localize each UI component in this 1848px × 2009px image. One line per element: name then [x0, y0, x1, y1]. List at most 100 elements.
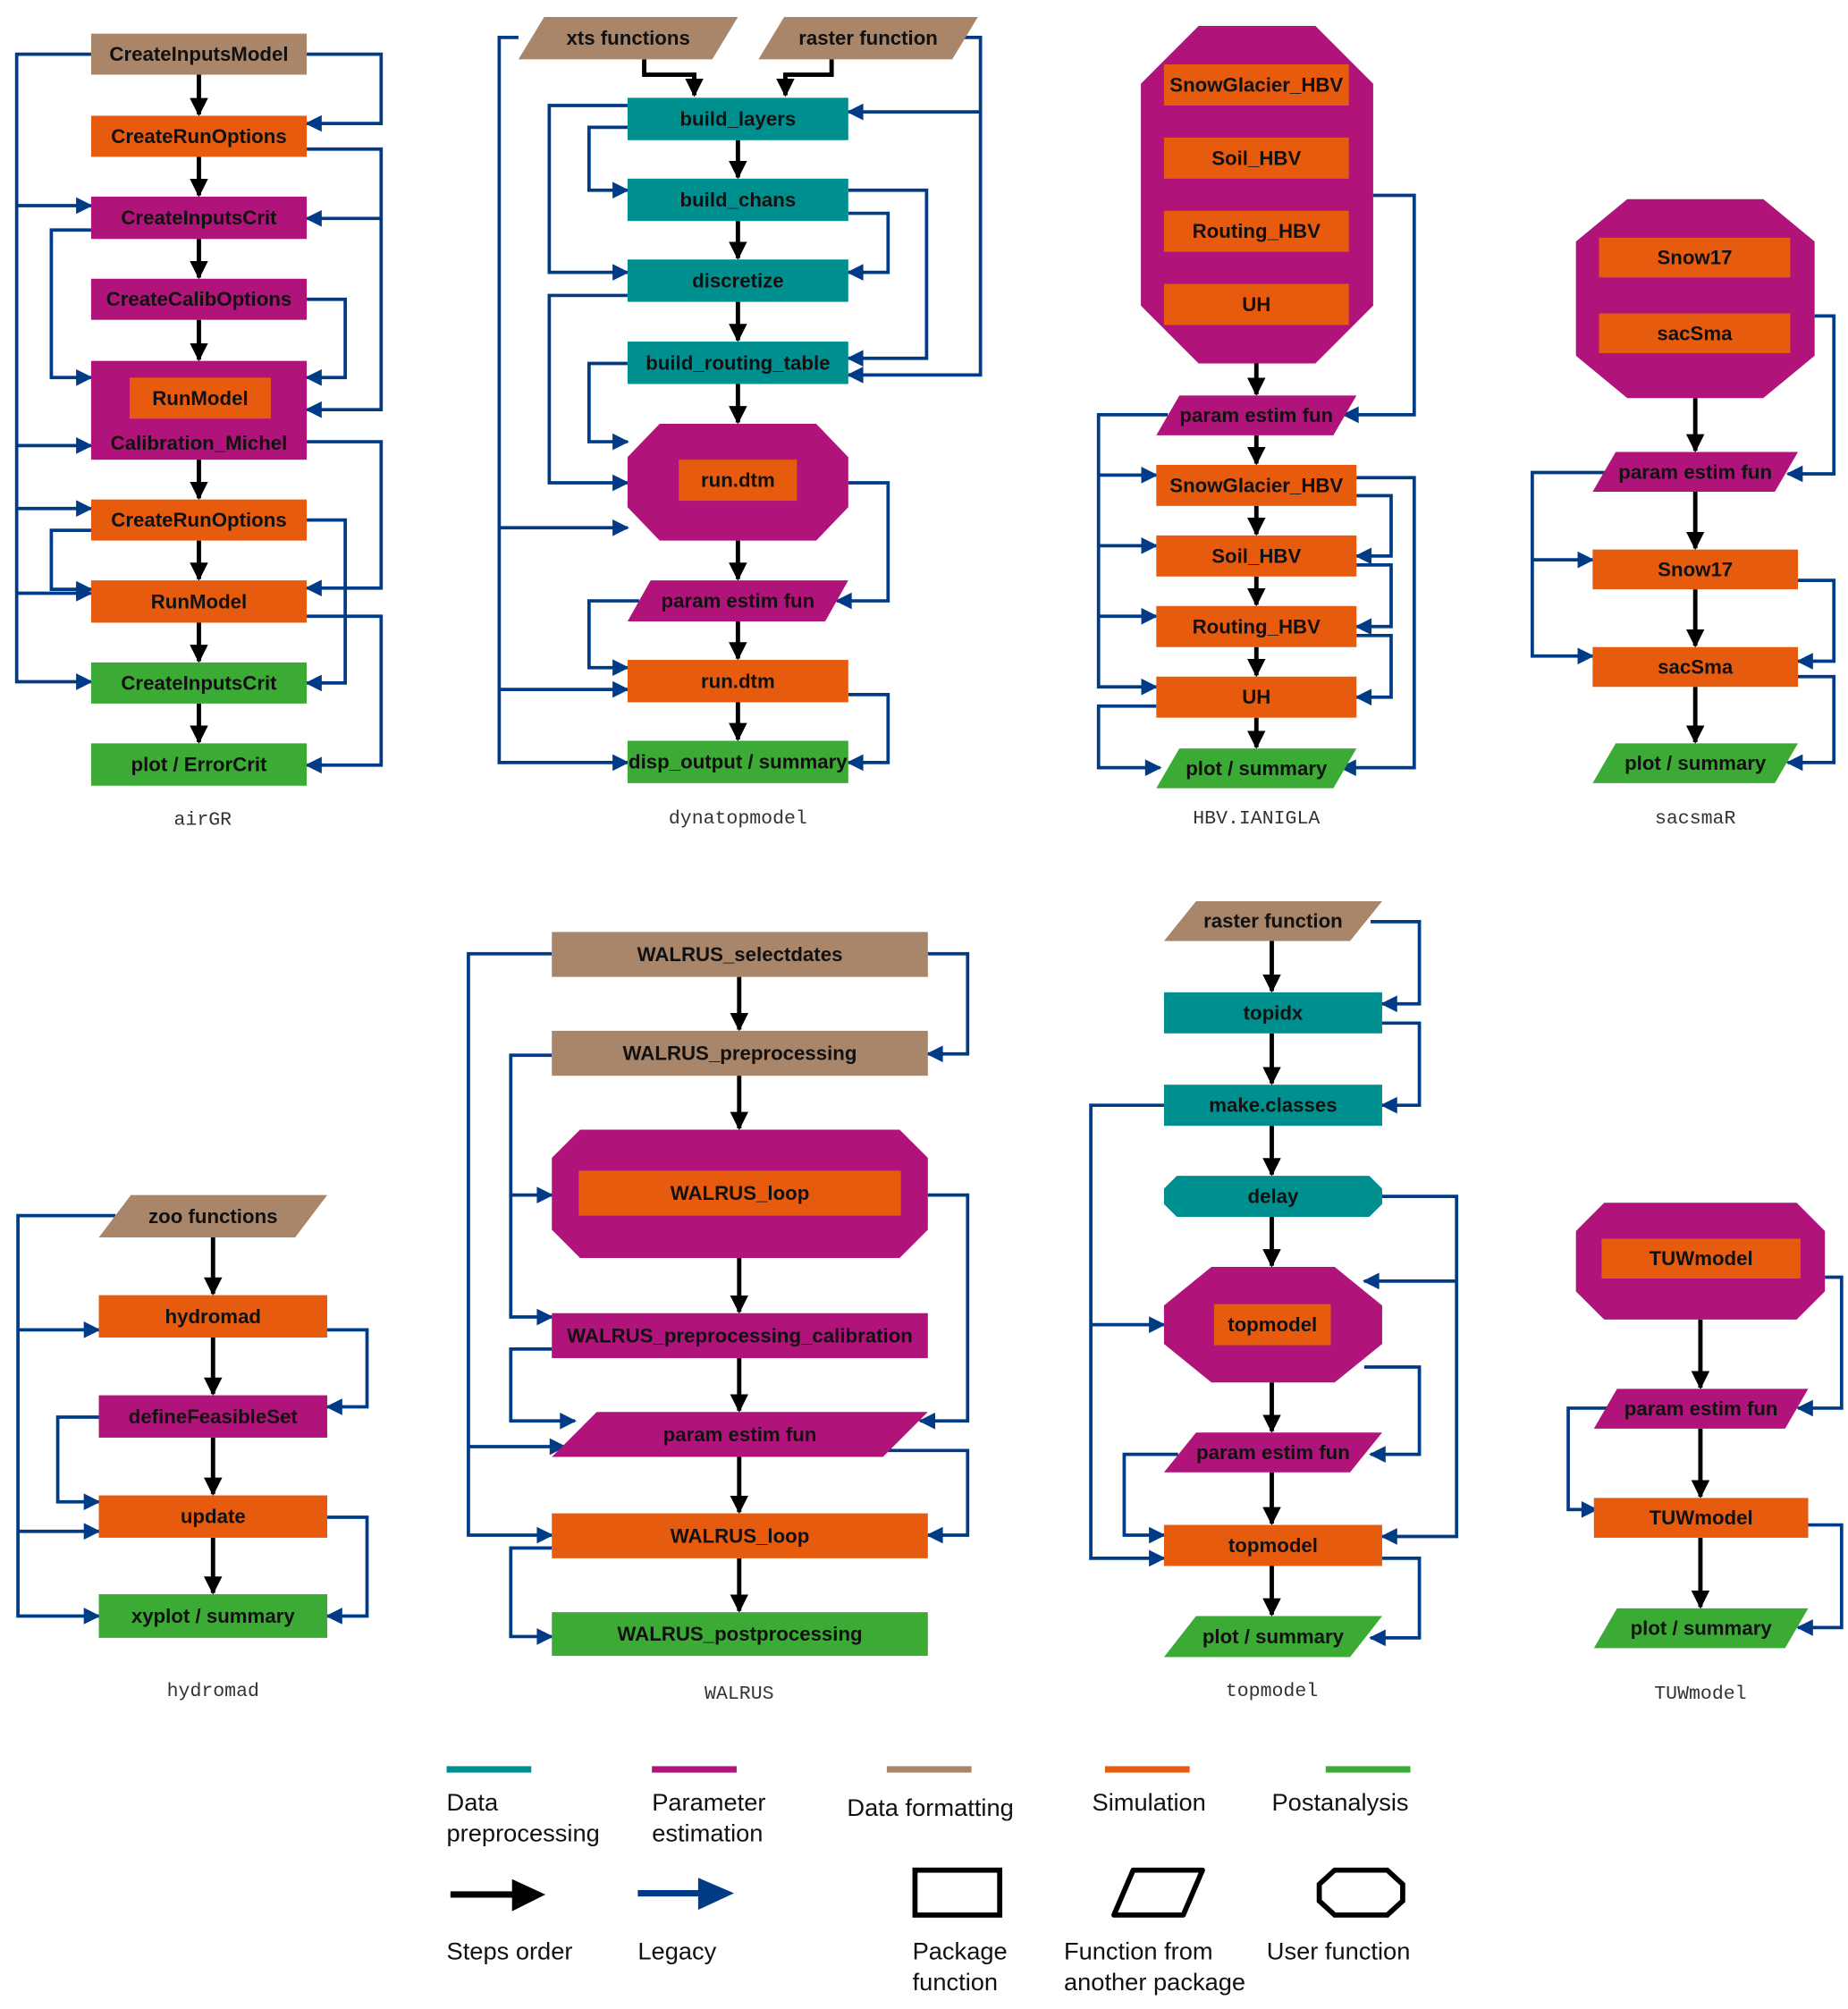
node-label: update: [181, 1506, 246, 1528]
node-label: param estim fun: [1624, 1397, 1778, 1420]
node-label: WALRUS_preprocessing_calibration: [567, 1324, 913, 1346]
legend-color-swatch: [652, 1766, 737, 1773]
function-node[interactable]: disp_output / summary: [627, 740, 848, 783]
user-function-node[interactable]: delay: [1163, 1176, 1382, 1218]
function-node[interactable]: WALRUS_postprocessing: [552, 1612, 928, 1656]
legend-label: Function from: [1064, 1937, 1213, 1965]
legacy-connector: [325, 1328, 369, 1415]
node-label: param estim fun: [1618, 460, 1772, 483]
function-node[interactable]: update: [98, 1495, 328, 1538]
function-node[interactable]: make.classes: [1163, 1085, 1382, 1127]
node-label: RunModel: [152, 387, 248, 409]
function-node[interactable]: CreateRunOptions: [90, 115, 308, 157]
legend-color-swatch: [1104, 1766, 1190, 1773]
function-node[interactable]: SnowGlacier_HBV: [1163, 64, 1349, 106]
function-node[interactable]: param estim fun: [1593, 1389, 1809, 1429]
function-node[interactable]: UH: [1156, 676, 1357, 718]
function-node[interactable]: Snow17: [1592, 549, 1799, 590]
function-node[interactable]: WALRUS_loop: [578, 1170, 901, 1216]
function-node[interactable]: topmodel: [1213, 1304, 1331, 1346]
node-label: build_routing_table: [646, 351, 830, 374]
function-node[interactable]: RunModel: [129, 377, 271, 419]
function-node[interactable]: CreateInputsModel: [90, 33, 308, 75]
function-node[interactable]: param estim fun: [1156, 395, 1357, 435]
legend-label: Package: [913, 1937, 1008, 1965]
function-node[interactable]: Routing_HBV: [1163, 210, 1349, 252]
function-node[interactable]: topmodel: [1163, 1524, 1382, 1566]
function-node[interactable]: WALRUS_preprocessing: [552, 1030, 928, 1076]
function-node[interactable]: plot / summary: [1163, 1616, 1382, 1658]
node-label: WALRUS_postprocessing: [617, 1623, 862, 1645]
node-label: WALRUS_selectdates: [637, 943, 843, 966]
function-node[interactable]: build_routing_table: [627, 342, 848, 384]
function-node[interactable]: raster function: [758, 16, 978, 60]
function-node[interactable]: run.dtm: [679, 460, 797, 502]
function-node[interactable]: TUWmodel: [1601, 1238, 1801, 1279]
function-node[interactable]: param estim fun: [627, 580, 848, 622]
blue-arrow-icon-head: [697, 1878, 735, 1911]
function-node[interactable]: Snow17: [1599, 237, 1791, 278]
function-node[interactable]: sacSma: [1599, 313, 1791, 354]
node-label: Calibration_Michel: [111, 432, 288, 454]
function-node[interactable]: CreateRunOptions: [90, 499, 308, 541]
legend-label: Legacy: [637, 1937, 716, 1965]
function-node[interactable]: build_chans: [627, 178, 848, 222]
legacy-connector: [1785, 674, 1836, 772]
legend-color-swatch: [1325, 1766, 1411, 1773]
function-node[interactable]: xts functions: [518, 16, 738, 60]
function-node[interactable]: UH: [1163, 283, 1349, 325]
node-label: delay: [1248, 1186, 1299, 1208]
function-node[interactable]: WALRUS_selectdates: [552, 932, 928, 977]
function-node[interactable]: CreateCalibOptions: [90, 278, 308, 320]
function-node[interactable]: run.dtm: [627, 660, 848, 703]
function-node[interactable]: Soil_HBV: [1163, 137, 1349, 179]
function-node[interactable]: plot / summary: [1593, 1608, 1809, 1649]
legend-label: User function: [1267, 1937, 1411, 1965]
function-node[interactable]: Soil_HBV: [1156, 535, 1357, 577]
legacy-connector: [1796, 1275, 1844, 1417]
function-node[interactable]: plot / summary: [1592, 743, 1799, 783]
function-node[interactable]: TUWmodel: [1593, 1498, 1809, 1538]
legacy-connector: [1089, 1103, 1166, 1567]
function-node[interactable]: param estim fun: [1163, 1432, 1382, 1473]
node-label: xyplot / summary: [131, 1605, 296, 1627]
legacy-connector: [49, 528, 93, 598]
function-node[interactable]: plot / summary: [1156, 748, 1357, 789]
legend-label: Steps order: [447, 1937, 573, 1965]
legacy-connector: [325, 1515, 369, 1625]
function-node[interactable]: CreateInputsCrit: [90, 196, 308, 240]
user-function-node[interactable]: [1575, 198, 1815, 399]
function-node[interactable]: plot / ErrorCrit: [90, 743, 308, 786]
user-function-node[interactable]: [1141, 25, 1373, 364]
function-node[interactable]: xyplot / summary: [98, 1594, 328, 1638]
legacy-connector: [467, 951, 554, 1544]
function-node[interactable]: topidx: [1163, 992, 1382, 1034]
node-label: WALRUS_preprocessing: [623, 1042, 857, 1065]
function-node[interactable]: CreateInputsCrit: [90, 662, 308, 704]
legacy-connector: [547, 104, 629, 281]
package-caption-dynatopmodel: dynatopmodel: [669, 808, 807, 830]
function-node[interactable]: raster function: [1163, 900, 1382, 941]
legend-label: Parameter: [652, 1788, 765, 1816]
function-node[interactable]: WALRUS_preprocessing_calibration: [552, 1313, 928, 1358]
function-node[interactable]: discretize: [627, 259, 848, 302]
function-node[interactable]: param estim fun: [1592, 452, 1799, 493]
function-node[interactable]: sacSma: [1592, 646, 1799, 688]
function-node[interactable]: RunModel: [90, 580, 308, 623]
node-label: xts functions: [566, 27, 689, 49]
function-node[interactable]: build_layers: [627, 97, 848, 140]
function-node[interactable]: defineFeasibleSet: [98, 1395, 328, 1438]
node-label: SnowGlacier_HBV: [1169, 474, 1343, 496]
node-label: discretize: [692, 269, 784, 291]
function-node[interactable]: SnowGlacier_HBV: [1156, 464, 1357, 506]
node-label: disp_output / summary: [629, 751, 848, 773]
function-node[interactable]: zoo functions: [98, 1194, 328, 1238]
function-node[interactable]: Routing_HBV: [1156, 605, 1357, 647]
function-node[interactable]: hydromad: [98, 1295, 328, 1338]
legacy-connector: [846, 211, 890, 281]
function-node[interactable]: param estim fun: [552, 1412, 928, 1457]
function-node[interactable]: WALRUS_loop: [552, 1513, 928, 1558]
